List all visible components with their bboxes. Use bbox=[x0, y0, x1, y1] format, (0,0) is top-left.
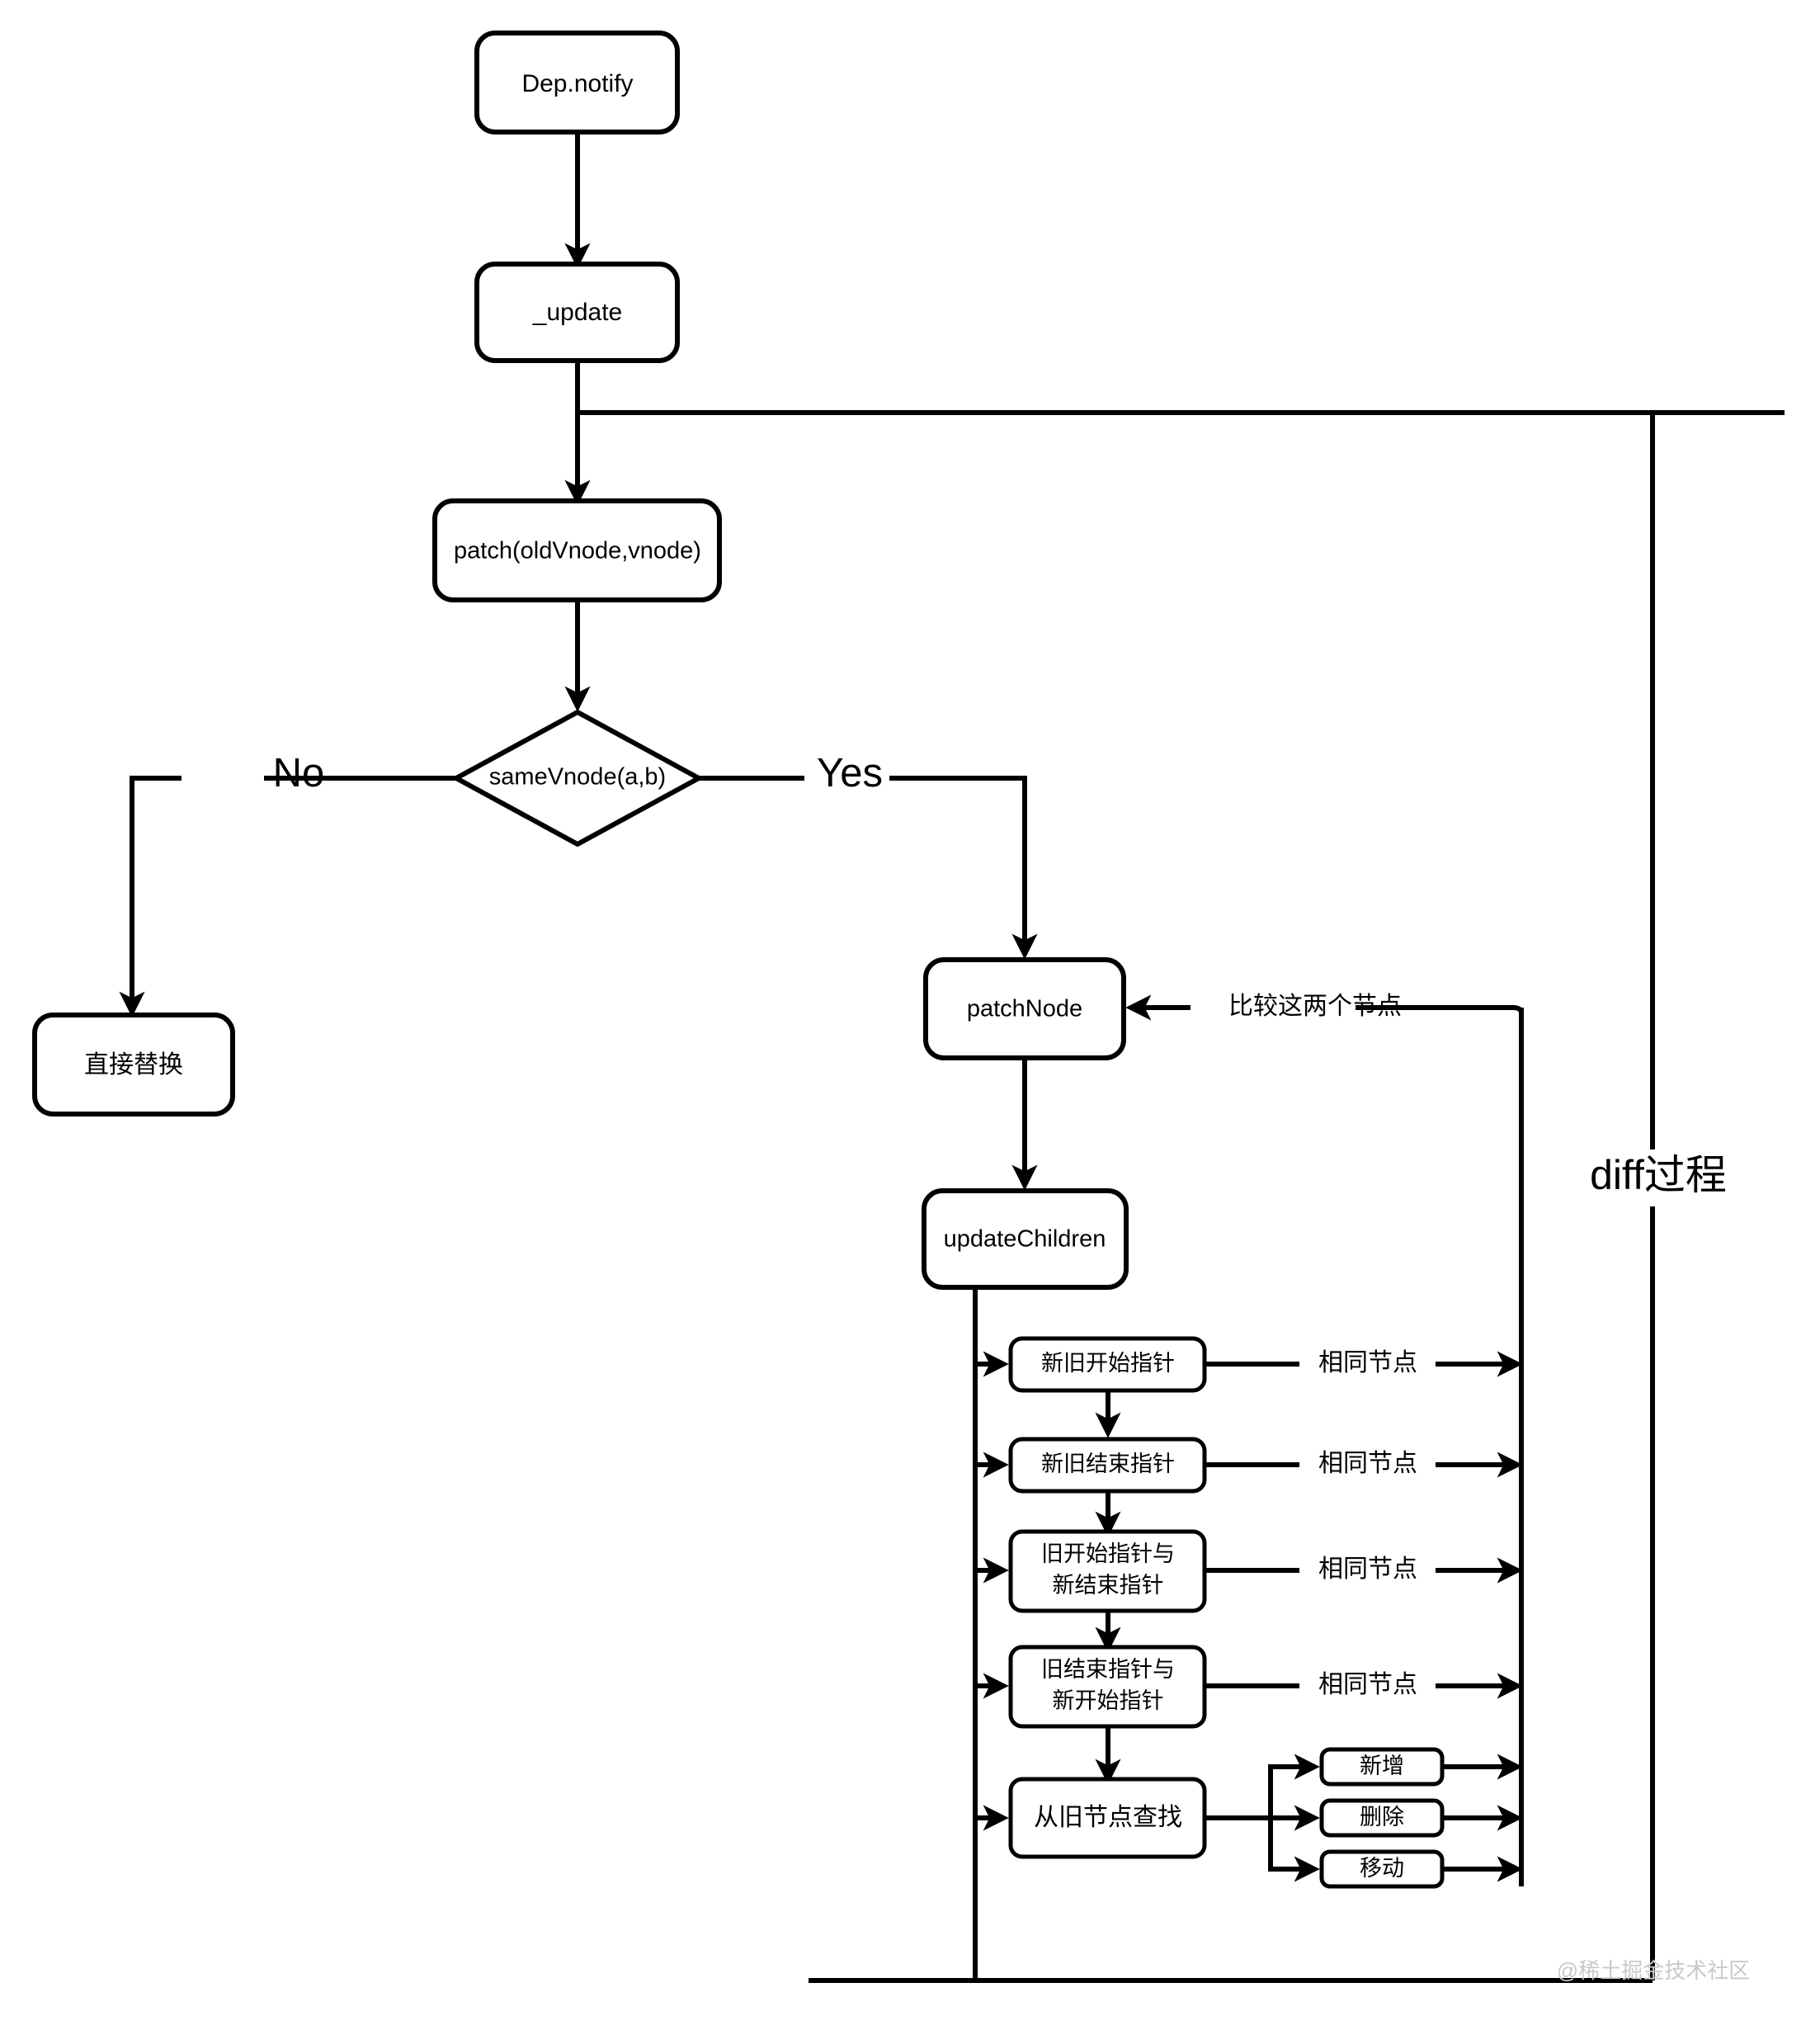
node-oldend-newstart[interactable]: 旧结束指针与 新开始指针 bbox=[1008, 1645, 1207, 1729]
node-remove-label: 删除 bbox=[1360, 1805, 1404, 1829]
node-search-old-label: 从旧节点查找 bbox=[1034, 1804, 1182, 1831]
edge-label-same-node-1: 相同节点 bbox=[1318, 1349, 1417, 1376]
node-oldend-newstart-shape bbox=[1008, 1645, 1207, 1729]
node-add-label: 新增 bbox=[1360, 1754, 1404, 1778]
node-patch-node-shape bbox=[923, 957, 1126, 1060]
node-oldstart-newend[interactable]: 旧开始指针与 新结束指针 bbox=[1008, 1529, 1207, 1613]
node-patch-shape bbox=[432, 498, 722, 602]
node-oldstart-newend-label-line1: 旧开始指针与 bbox=[1041, 1541, 1175, 1566]
node-end-pointers[interactable]: 新旧结束指针 bbox=[1008, 1437, 1207, 1494]
node-dep-notify[interactable]: Dep.notify bbox=[474, 31, 680, 135]
node-update-children[interactable]: updateChildren bbox=[922, 1188, 1129, 1290]
node-move-label: 移动 bbox=[1360, 1856, 1404, 1881]
node-oldstart-newend-label-line2: 新结束指针 bbox=[1053, 1573, 1164, 1598]
node-add-shape bbox=[1319, 1747, 1445, 1787]
node-end-pointers-label: 新旧结束指针 bbox=[1041, 1452, 1175, 1476]
node-remove[interactable]: 删除 bbox=[1319, 1798, 1445, 1838]
edge-label-yes: Yes bbox=[817, 751, 883, 795]
node-same-vnode-shape bbox=[454, 710, 701, 847]
node-direct-replace-shape bbox=[32, 1013, 235, 1116]
node-dep-notify-shape bbox=[474, 31, 680, 135]
node-same-vnode-label: sameVnode(a,b) bbox=[489, 764, 666, 791]
node-direct-replace[interactable]: 直接替换 bbox=[32, 1013, 235, 1116]
node-oldstart-newend-shape bbox=[1008, 1529, 1207, 1613]
edge-label-same-node-2: 相同节点 bbox=[1318, 1450, 1417, 1477]
node-patch-node[interactable]: patchNode bbox=[923, 957, 1126, 1060]
node-oldend-newstart-label-line1: 旧结束指针与 bbox=[1041, 1657, 1175, 1682]
node-end-pointers-shape bbox=[1008, 1437, 1207, 1494]
node-start-pointers[interactable]: 新旧开始指针 bbox=[1008, 1336, 1207, 1393]
node-oldend-newstart-label-line2: 新开始指针 bbox=[1053, 1688, 1164, 1713]
node-search-old-shape bbox=[1008, 1777, 1207, 1859]
node-same-vnode[interactable]: sameVnode(a,b) bbox=[454, 710, 701, 847]
node-patch-node-label: patchNode bbox=[967, 996, 1082, 1022]
node-move-shape bbox=[1319, 1849, 1445, 1889]
node-direct-replace-label: 直接替换 bbox=[84, 1051, 183, 1079]
node-start-pointers-label: 新旧开始指针 bbox=[1041, 1351, 1175, 1376]
node-add[interactable]: 新增 bbox=[1319, 1747, 1445, 1787]
edge-label-same-node-4: 相同节点 bbox=[1318, 1671, 1417, 1698]
node-move[interactable]: 移动 bbox=[1319, 1849, 1445, 1889]
node-update-label: _update bbox=[532, 299, 622, 326]
edge-no-to-direct-replace bbox=[119, 776, 182, 1017]
node-search-old[interactable]: 从旧节点查找 bbox=[1008, 1777, 1207, 1859]
edge-label-diff-process: diff过程 bbox=[1590, 1152, 1727, 1198]
node-remove-shape bbox=[1319, 1798, 1445, 1838]
edge-label-same-node-3: 相同节点 bbox=[1318, 1556, 1417, 1583]
node-patch[interactable]: patch(oldVnode,vnode) bbox=[432, 498, 722, 602]
node-update-children-shape bbox=[922, 1188, 1129, 1290]
node-start-pointers-shape bbox=[1008, 1336, 1207, 1393]
node-update[interactable]: _update bbox=[474, 262, 680, 363]
edge-yes-to-patchnode bbox=[889, 776, 1038, 960]
node-dep-notify-label: Dep.notify bbox=[521, 70, 633, 97]
watermark-label: @稀土掘金技术社区 bbox=[1557, 1958, 1750, 1983]
edge-label-no: No bbox=[273, 751, 325, 795]
node-patch-label: patch(oldVnode,vnode) bbox=[454, 538, 701, 564]
node-update-children-label: updateChildren bbox=[944, 1226, 1106, 1253]
edge-searchold-to-move bbox=[1268, 1818, 1320, 1882]
edge-searchold-to-add bbox=[1268, 1754, 1320, 1818]
edge-label-compare-two-nodes: 比较这两个节点 bbox=[1228, 993, 1402, 1020]
node-update-shape bbox=[474, 262, 680, 363]
